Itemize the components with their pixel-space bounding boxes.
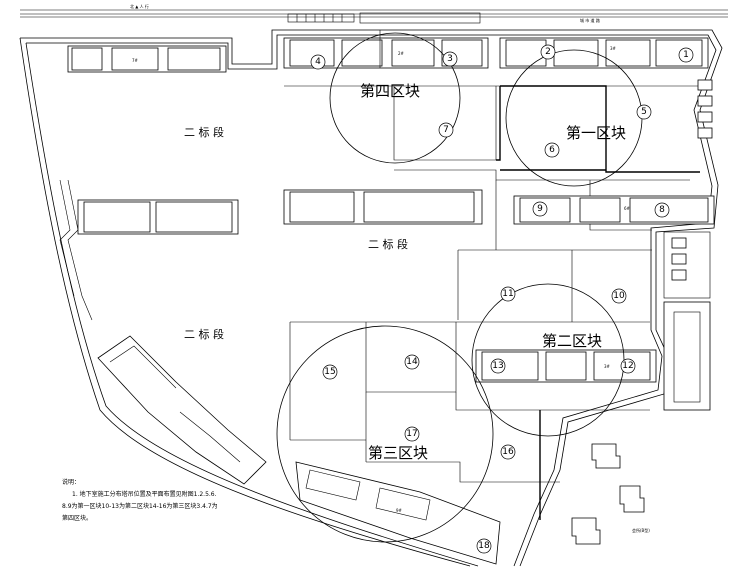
building-left-diagonal xyxy=(97,335,267,485)
marker-3: 3 xyxy=(447,54,453,64)
notes-line-3: 第四区块。 xyxy=(62,514,92,522)
marker-4: 4 xyxy=(315,57,321,67)
notes-title: 说明： xyxy=(62,478,80,486)
building-tag: 7# xyxy=(132,58,139,63)
marker-5: 5 xyxy=(641,107,647,117)
crane-circle-zone3 xyxy=(276,325,494,543)
building-zone2: 3# xyxy=(475,349,657,383)
phase-label-1: 二 标 段 xyxy=(184,125,224,139)
notes: 说明： 1. 地下室施工分布塔吊位置及平面布置见附图1.2.5.6. 8.9为第… xyxy=(62,478,218,522)
zone-1-label: 第一区块 xyxy=(566,124,626,142)
zone-partitions xyxy=(284,85,700,520)
marker-14: 14 xyxy=(406,357,418,367)
phase-labels: 二 标 段 二 标 段 二 标 段 xyxy=(184,125,408,341)
building-tag: 2# xyxy=(398,51,405,56)
marker-6: 6 xyxy=(549,145,555,155)
marker-15: 15 xyxy=(324,367,335,377)
building-tag: 9# xyxy=(396,508,403,513)
building-right-middle: 6# xyxy=(513,195,715,225)
top-street-label: 城 市 道 路 xyxy=(580,17,600,23)
building-middle-left xyxy=(77,199,239,235)
marker-7: 7 xyxy=(443,125,449,135)
building-tag: 3# xyxy=(610,46,617,51)
top-street: 北 ▲ 人 行 城 市 道 路 xyxy=(20,3,728,24)
notes-line-1: 1. 地下室施工分布塔吊位置及平面布置见附图1.2.5.6. xyxy=(72,490,217,498)
zone-2-label: 第二区块 xyxy=(542,332,602,350)
crane-circle-zone4 xyxy=(329,32,461,164)
clubhouse-plans: 会所(B型) xyxy=(571,443,650,545)
crane-circle-zone1 xyxy=(505,49,643,187)
marker-8: 8 xyxy=(659,205,665,215)
crane-radius-circles xyxy=(276,32,643,543)
zone-labels: 第一区块 第二区块 第三区块 第四区块 xyxy=(360,82,626,462)
marker-13: 13 xyxy=(492,361,503,371)
marker-18: 18 xyxy=(478,541,490,551)
marker-12: 12 xyxy=(622,361,633,371)
notes-line-2: 8.9为第一区块10-13为第二区块14-16为第三区块3.4.7为 xyxy=(62,502,218,510)
marker-11: 11 xyxy=(502,289,513,299)
phase-label-3: 二 标 段 xyxy=(184,327,224,341)
building-right-column xyxy=(663,79,713,411)
marker-16: 16 xyxy=(502,447,514,457)
building-bottom-diagonal: 9# xyxy=(295,461,501,565)
marker-1: 1 xyxy=(683,50,689,60)
tower-crane-markers: 1 2 3 4 5 6 7 8 9 10 11 12 13 14 15 16 1… xyxy=(310,44,694,554)
phase-label-2: 二 标 段 xyxy=(368,237,408,251)
marker-2: 2 xyxy=(545,47,551,57)
marker-10: 10 xyxy=(613,291,625,301)
zone-4-label: 第四区块 xyxy=(360,82,420,100)
zone-3-label: 第三区块 xyxy=(368,444,428,462)
top-road-label: 北 ▲ 人 行 xyxy=(130,3,149,9)
marker-17: 17 xyxy=(406,429,417,439)
building-tag: 3# xyxy=(604,364,611,369)
building-top-left: 7# xyxy=(67,45,227,73)
building-tag: 6# xyxy=(624,206,631,211)
clubhouse-label: 会所(B型) xyxy=(632,527,650,533)
marker-9: 9 xyxy=(537,204,543,214)
building-middle-center xyxy=(283,189,483,225)
site-boundary xyxy=(19,29,723,567)
building-top-right: 3# xyxy=(499,37,709,69)
